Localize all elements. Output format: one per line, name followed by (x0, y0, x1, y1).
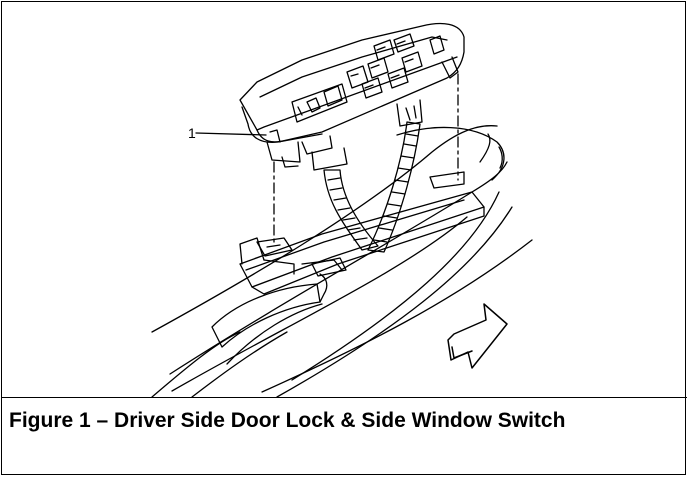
armrest (151, 283, 323, 397)
door-panel-contours (151, 125, 533, 397)
direction-arrow-icon (447, 303, 508, 369)
bezel-connectors (256, 237, 347, 277)
switch-connectors (266, 56, 459, 171)
caption-box: Figure 1 – Driver Side Door Lock & Side … (2, 397, 687, 474)
window-switch-housing (239, 22, 465, 143)
wiring-harness (323, 121, 421, 253)
switch-assembly-illustration: 1 (2, 2, 687, 397)
mounting-bezel (239, 171, 485, 303)
alignment-lines (273, 73, 459, 245)
figure-caption: Figure 1 – Driver Side Door Lock & Side … (9, 409, 566, 432)
callout-label-1: 1 (188, 125, 196, 141)
callout-leader (195, 132, 267, 136)
